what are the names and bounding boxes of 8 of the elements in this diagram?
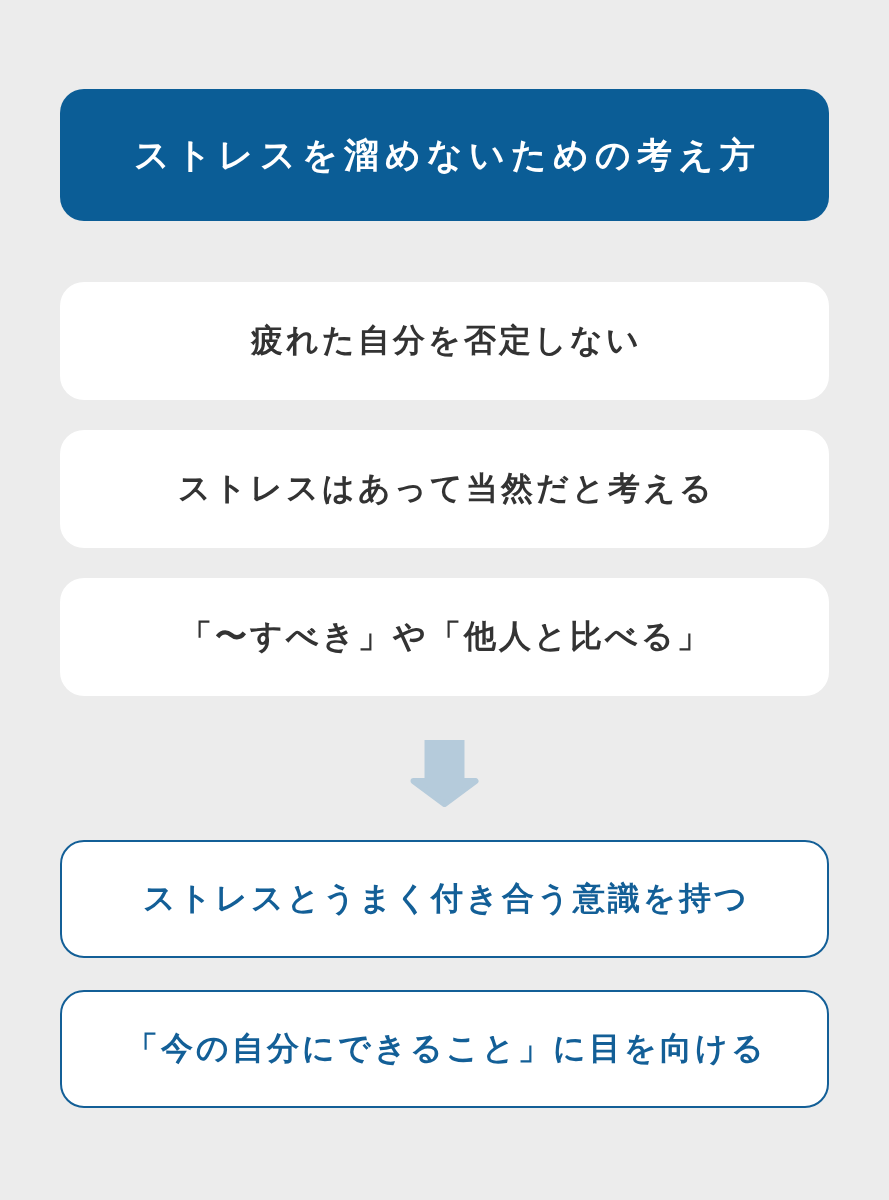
statement-text: 「〜すべき」や「他人と比べる」 bbox=[179, 616, 712, 657]
statement-text: 「今の自分にできること」に目を向ける bbox=[124, 1028, 767, 1069]
statement-text: ストレスはあって当然だと考える bbox=[176, 468, 715, 509]
outlined-box bbox=[60, 840, 829, 958]
outlined-box bbox=[60, 990, 829, 1108]
title-text: ストレスを溜めないための考え方 bbox=[133, 133, 761, 177]
statement-text: 疲れた自分を否定しない bbox=[249, 320, 642, 361]
statement-text: ストレスとうまく付き合う意識を持つ bbox=[141, 878, 750, 919]
